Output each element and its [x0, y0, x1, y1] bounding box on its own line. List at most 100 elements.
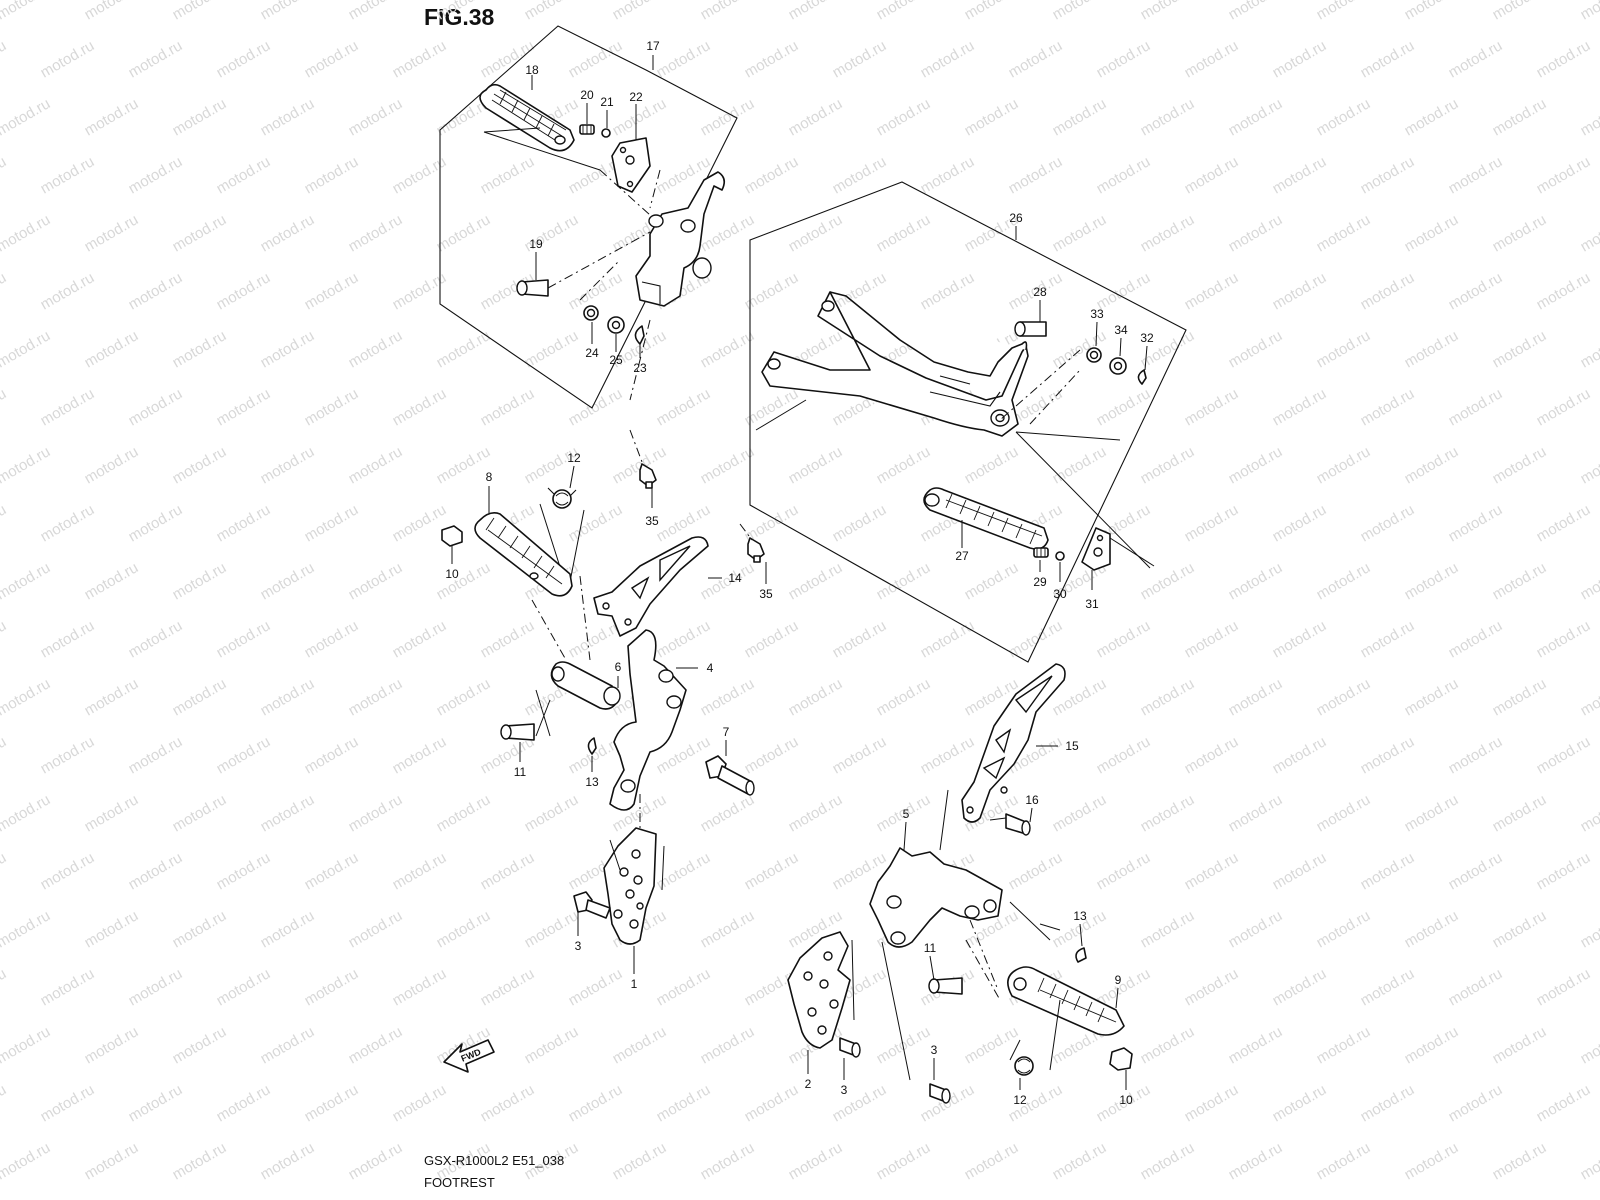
part-number-label: 33 — [1090, 307, 1104, 321]
part-number-label: 25 — [609, 353, 623, 367]
watermark-text: motod.ru — [1226, 1023, 1286, 1067]
watermark-text: motod.ru — [1050, 443, 1110, 487]
watermark-text: motod.ru — [302, 269, 362, 313]
watermark-text: motod.ru — [874, 95, 934, 139]
watermark-text: motod.ru — [566, 965, 626, 1009]
part-number-label: 14 — [728, 571, 742, 585]
footpeg-8 — [474, 512, 573, 597]
watermark-text: motod.ru — [0, 1023, 53, 1067]
watermark-text: motod.ru — [698, 1023, 758, 1067]
watermark-text: motod.ru — [214, 269, 274, 313]
watermark-text: motod.ru — [346, 791, 406, 835]
watermark-text: motod.ru — [786, 791, 846, 835]
watermark-text: motod.ru — [1314, 559, 1374, 603]
watermark-text: motod.ru — [38, 501, 98, 545]
watermark-text: motod.ru — [1490, 0, 1550, 23]
watermark-text: motod.ru — [1490, 1023, 1550, 1067]
watermark-text: motod.ru — [214, 385, 274, 429]
watermark-text: motod.ru — [654, 385, 714, 429]
figure-title: FIG.38 — [424, 4, 495, 30]
bolt-3-right-b — [929, 1083, 951, 1104]
watermark-text: motod.ru — [1446, 849, 1506, 893]
watermark-text: motod.ru — [962, 95, 1022, 139]
bolt-35-right — [747, 537, 765, 563]
watermark-text: motod.ru — [654, 1081, 714, 1125]
watermark-text: motod.ru — [1094, 37, 1154, 81]
watermark-text: motod.ru — [434, 211, 494, 255]
watermark-text: motod.ru — [654, 617, 714, 661]
watermark-text: motod.ru — [38, 733, 98, 777]
bolt-7 — [705, 755, 755, 796]
watermark-text: motod.ru — [1270, 965, 1330, 1009]
watermark-text: motod.ru — [390, 965, 450, 1009]
watermark-text: motod.ru — [522, 907, 582, 951]
part-number-label: 9 — [1115, 973, 1122, 987]
footrest-holder-5 — [869, 847, 1003, 948]
watermark-text: motod.ru — [0, 907, 53, 951]
part-number-label: 18 — [525, 63, 539, 77]
watermark-text: motod.ru — [1270, 37, 1330, 81]
part-number-label: 22 — [629, 90, 643, 104]
watermark-text: motod.ru — [0, 791, 53, 835]
watermark-text: motod.ru — [346, 211, 406, 255]
watermark-text: motod.ru — [302, 1081, 362, 1125]
watermark-text: motod.ru — [830, 37, 890, 81]
watermark-text: motod.ru — [698, 0, 758, 23]
watermark-text: motod.ru — [170, 559, 230, 603]
watermark-text: motod.ru — [126, 849, 186, 893]
watermark-text: motod.ru — [1578, 211, 1600, 255]
part-number-label: 10 — [1119, 1093, 1133, 1107]
watermark-text: motod.ru — [1138, 1139, 1198, 1183]
bolt-3-left — [573, 891, 611, 919]
watermark-text: motod.ru — [698, 675, 758, 719]
watermark-text: motod.ru — [346, 559, 406, 603]
watermark-text: motod.ru — [1270, 1081, 1330, 1125]
watermark-text: motod.ru — [1182, 501, 1242, 545]
watermark-text: motod.ru — [742, 37, 802, 81]
watermark-text: motod.ru — [302, 37, 362, 81]
forward-direction-arrow: FWD — [443, 1039, 495, 1073]
watermark-text: motod.ru — [1490, 1139, 1550, 1183]
watermark-text: motod.ru — [38, 1081, 98, 1125]
watermark-text: motod.ru — [1358, 733, 1418, 777]
watermark-text: motod.ru — [830, 1081, 890, 1125]
part-number-label: 4 — [707, 661, 714, 675]
watermark-text: motod.ru — [1446, 733, 1506, 777]
watermark-text: motod.ru — [1226, 443, 1286, 487]
watermark-text: motod.ru — [126, 965, 186, 1009]
clip-32 — [1137, 369, 1147, 385]
watermark-text: motod.ru — [654, 37, 714, 81]
watermark-text: motod.ru — [522, 791, 582, 835]
watermark-text: motod.ru — [830, 733, 890, 777]
watermark-text: motod.ru — [214, 617, 274, 661]
watermark-text: motod.ru — [786, 443, 846, 487]
watermark-text: motod.ru — [1050, 95, 1110, 139]
watermark-text: motod.ru — [1270, 153, 1330, 197]
watermark-text: motod.ru — [0, 733, 9, 777]
spring-12-left — [547, 487, 577, 509]
part-number-label: 16 — [1025, 793, 1039, 807]
watermark-text: motod.ru — [1270, 849, 1330, 893]
watermark-text: motod.ru — [1182, 385, 1242, 429]
watermark-text: motod.ru — [962, 0, 1022, 23]
watermark-text: motod.ru — [478, 153, 538, 197]
watermark-text: motod.ru — [302, 153, 362, 197]
watermark-text: motod.ru — [566, 501, 626, 545]
watermark-text: motod.ru — [1314, 675, 1374, 719]
watermark-text: motod.ru — [1358, 617, 1418, 661]
spring-29 — [1033, 547, 1049, 558]
watermark-text: motod.ru — [786, 675, 846, 719]
watermark-text: motod.ru — [0, 849, 9, 893]
watermark-text: motod.ru — [170, 675, 230, 719]
spring-20 — [579, 124, 595, 135]
watermark-text: motod.ru — [258, 327, 318, 371]
assembly-box-26 — [749, 181, 1187, 663]
watermark-text: motod.ru — [258, 443, 318, 487]
watermark-text: motod.ru — [346, 95, 406, 139]
watermark-text: motod.ru — [434, 907, 494, 951]
watermark-text: motod.ru — [258, 907, 318, 951]
watermark-text: motod.ru — [610, 0, 670, 23]
part-number-label: 20 — [580, 88, 594, 102]
part-number-label: 23 — [633, 361, 647, 375]
watermark-text: motod.ru — [478, 617, 538, 661]
